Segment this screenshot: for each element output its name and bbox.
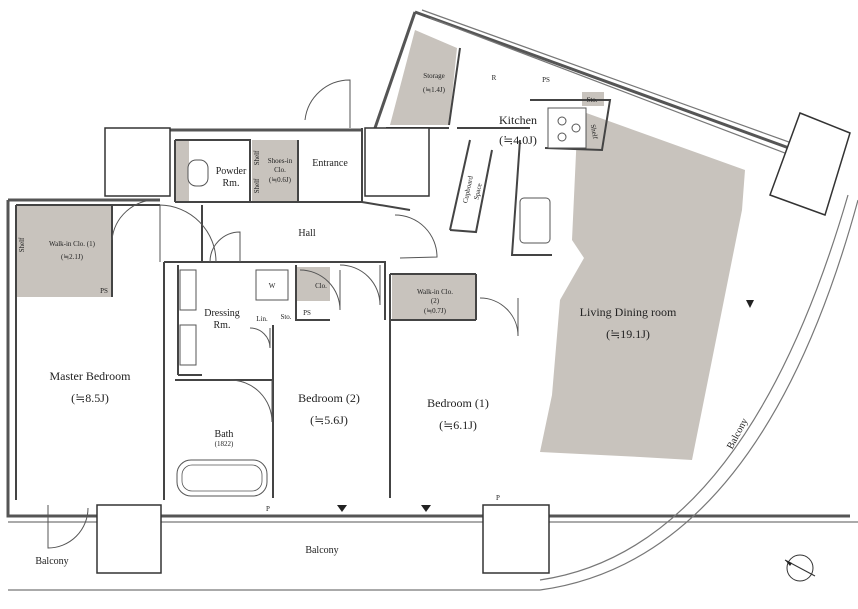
- compass-icon: [784, 554, 816, 582]
- toilet: [187, 159, 209, 187]
- shelf-label-3: Shelf: [253, 178, 261, 193]
- bedroom2-area: (≒5.6J): [310, 413, 348, 427]
- shoesin-label2: Clo.: [274, 166, 286, 174]
- living-dining-label: Living Dining room: [580, 305, 677, 319]
- bedroom2-label: Bedroom (2): [298, 391, 360, 405]
- living-dining-floor: [540, 110, 745, 460]
- exterior-walls: [6, 10, 850, 518]
- cupboard-space-label: Space: [472, 183, 483, 201]
- clo-label: Clo.: [315, 282, 327, 290]
- walkin1-area: (≒2.1J): [61, 253, 84, 261]
- balcony-rail: [8, 9, 858, 591]
- ps-label-2: PS: [303, 309, 311, 317]
- r-label: R: [492, 74, 497, 82]
- storage-floor: [390, 30, 457, 125]
- structural-columns: [96, 112, 851, 574]
- balcony-curve-label: Balcony: [725, 417, 750, 452]
- entrance-label: Entrance: [312, 158, 348, 169]
- storage-label: Storage: [423, 72, 444, 80]
- hall-label: Hall: [298, 228, 315, 239]
- clo-floor: [296, 267, 330, 301]
- bathtub: [176, 459, 268, 497]
- lin-label: Lin.: [256, 315, 268, 323]
- living-dining-area: (≒19.1J): [606, 327, 650, 341]
- shoesin-area: (≒0.6J): [269, 176, 292, 184]
- shelf-label-2: Shelf: [253, 150, 261, 165]
- balcony-left-label: Balcony: [35, 556, 68, 567]
- kitchen-area: (≒4.0J): [499, 133, 537, 147]
- door-swings: [47, 79, 519, 549]
- master-bedroom-label: Master Bedroom: [50, 369, 132, 383]
- walkin-closet-1-floor: [16, 205, 112, 297]
- washer: [255, 269, 289, 301]
- interior-walls: [15, 47, 612, 500]
- shelf-label-1: Shelf: [18, 237, 26, 252]
- kitchen-sink: [519, 197, 551, 244]
- shoesin-label: Shoes-in: [268, 157, 293, 165]
- master-bedroom-area: (≒8.5J): [71, 391, 109, 405]
- ps-label-1: PS: [100, 287, 108, 295]
- sto-label-2: Sto.: [586, 96, 597, 104]
- powder-label: Powder: [216, 166, 247, 177]
- walkin2-label: Walk-in Clo.: [417, 288, 453, 296]
- w-label: W: [269, 282, 276, 290]
- kitchen-label: Kitchen: [499, 113, 537, 127]
- walkin2-area: (≒0.7J): [424, 307, 447, 315]
- p-label-1: P: [266, 505, 270, 513]
- window-arrow-icon-3: [746, 300, 754, 308]
- dressing-label2: Rm.: [214, 320, 231, 331]
- sto-label-1: Sto.: [280, 313, 291, 321]
- p-label-2: P: [496, 494, 500, 502]
- storage-area: (≒1.4J): [423, 86, 446, 94]
- bedroom1-label: Bedroom (1): [427, 396, 489, 410]
- powder-shelf-floor: [175, 141, 189, 201]
- bath-size: (1822): [215, 440, 234, 448]
- walkin1-label: Walk-in Clo. (1): [49, 240, 96, 248]
- balcony-main-label: Balcony: [305, 545, 338, 556]
- kitchen-shelf-label: Shelf: [589, 124, 600, 141]
- window-arrow-icon: [337, 505, 347, 512]
- bath-label: Bath: [215, 429, 234, 440]
- walkin2-num: (2): [431, 297, 440, 305]
- bedroom1-area: (≒6.1J): [439, 418, 477, 432]
- dressing-label: Dressing: [204, 308, 240, 319]
- walkin-closet-2-floor: [392, 274, 476, 320]
- ps-label-3: PS: [542, 76, 550, 84]
- vanity: [179, 269, 197, 311]
- shoes-closet-floor: [252, 140, 297, 202]
- powder-label2: Rm.: [223, 178, 240, 189]
- window-arrow-icon-2: [421, 505, 431, 512]
